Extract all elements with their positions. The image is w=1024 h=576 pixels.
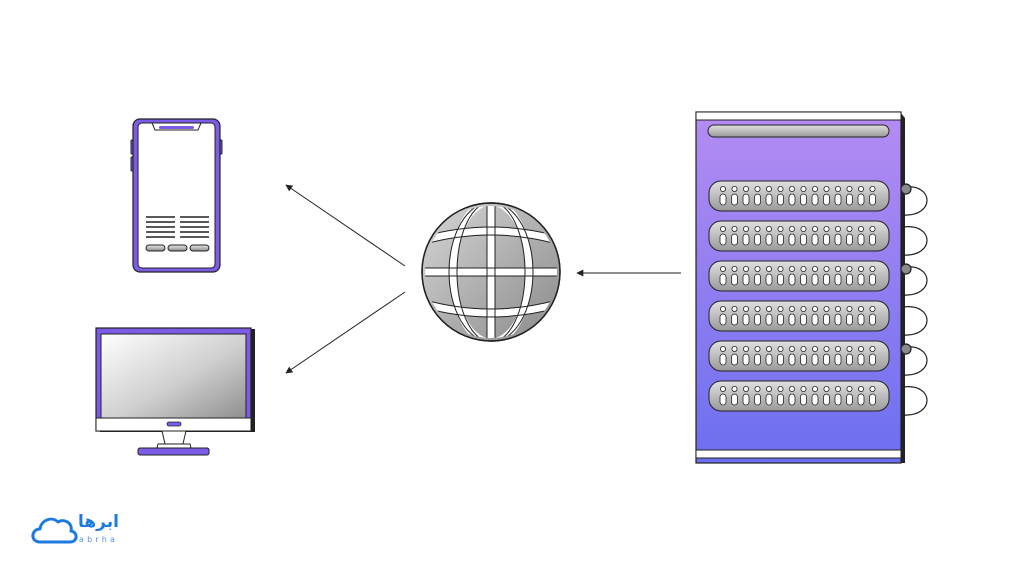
arrow-internet-to-desktop — [285, 291, 406, 374]
server-unit — [708, 300, 890, 332]
server-unit — [708, 260, 890, 292]
arrow-internet-to-phone — [285, 184, 406, 267]
cable-connector — [900, 183, 912, 195]
server-cable — [902, 306, 928, 336]
server-cable — [902, 266, 928, 296]
desktop-monitor-icon — [95, 327, 255, 456]
cable-connector — [900, 343, 912, 355]
server-unit — [708, 220, 890, 252]
cable-connector — [900, 263, 912, 275]
server-rack-icon — [695, 111, 928, 464]
globe-icon — [421, 202, 561, 342]
server-unit — [708, 180, 890, 212]
cloud-icon — [31, 517, 78, 544]
logo-text: ابرها — [78, 512, 119, 532]
smartphone-icon — [130, 118, 223, 273]
server-cable — [902, 226, 928, 256]
server-unit — [708, 380, 890, 412]
server-cable — [902, 186, 928, 216]
logo-subtext: abrha — [79, 535, 119, 544]
server-cable — [902, 346, 928, 376]
server-unit — [708, 340, 890, 372]
server-cable — [902, 386, 928, 416]
